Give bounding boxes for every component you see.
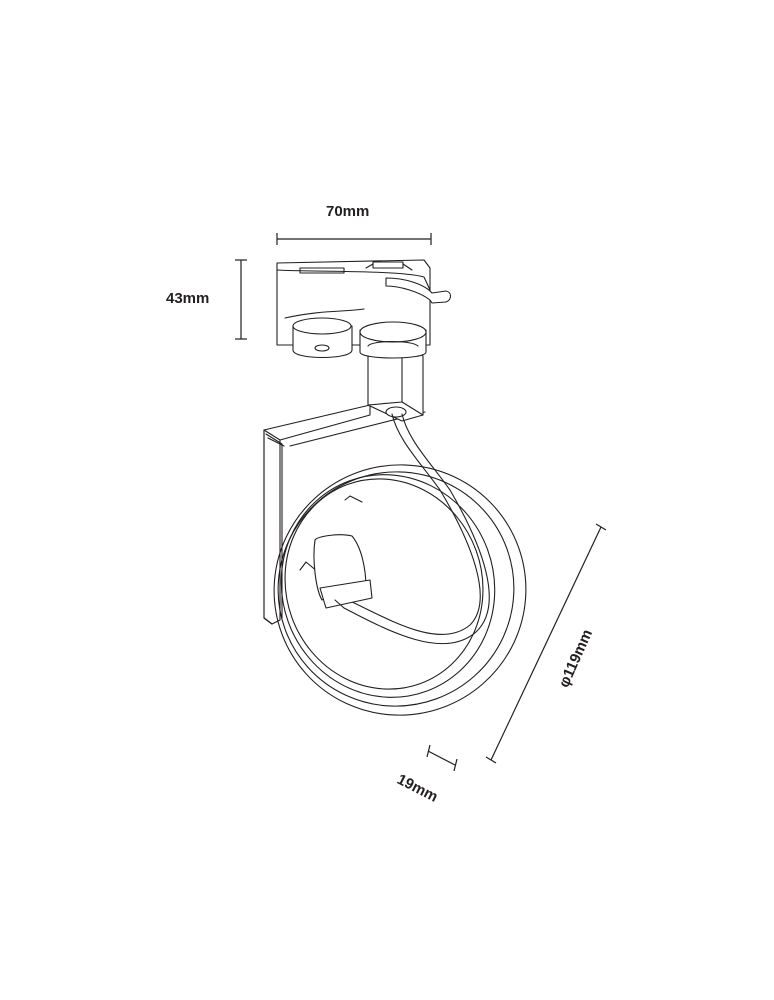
dimension-19mm-line [426, 744, 458, 772]
dimension-43mm-label: 43mm [166, 290, 210, 307]
cable [343, 413, 490, 645]
dimension-43mm-line [235, 259, 247, 340]
dimension-diameter-line [485, 523, 607, 764]
lamp-ring [273, 464, 527, 716]
dimension-70mm-label: 70mm [326, 203, 370, 220]
lamp-holder [313, 534, 373, 609]
dimension-70mm-line [276, 233, 432, 245]
rotary-knobs [292, 317, 427, 359]
